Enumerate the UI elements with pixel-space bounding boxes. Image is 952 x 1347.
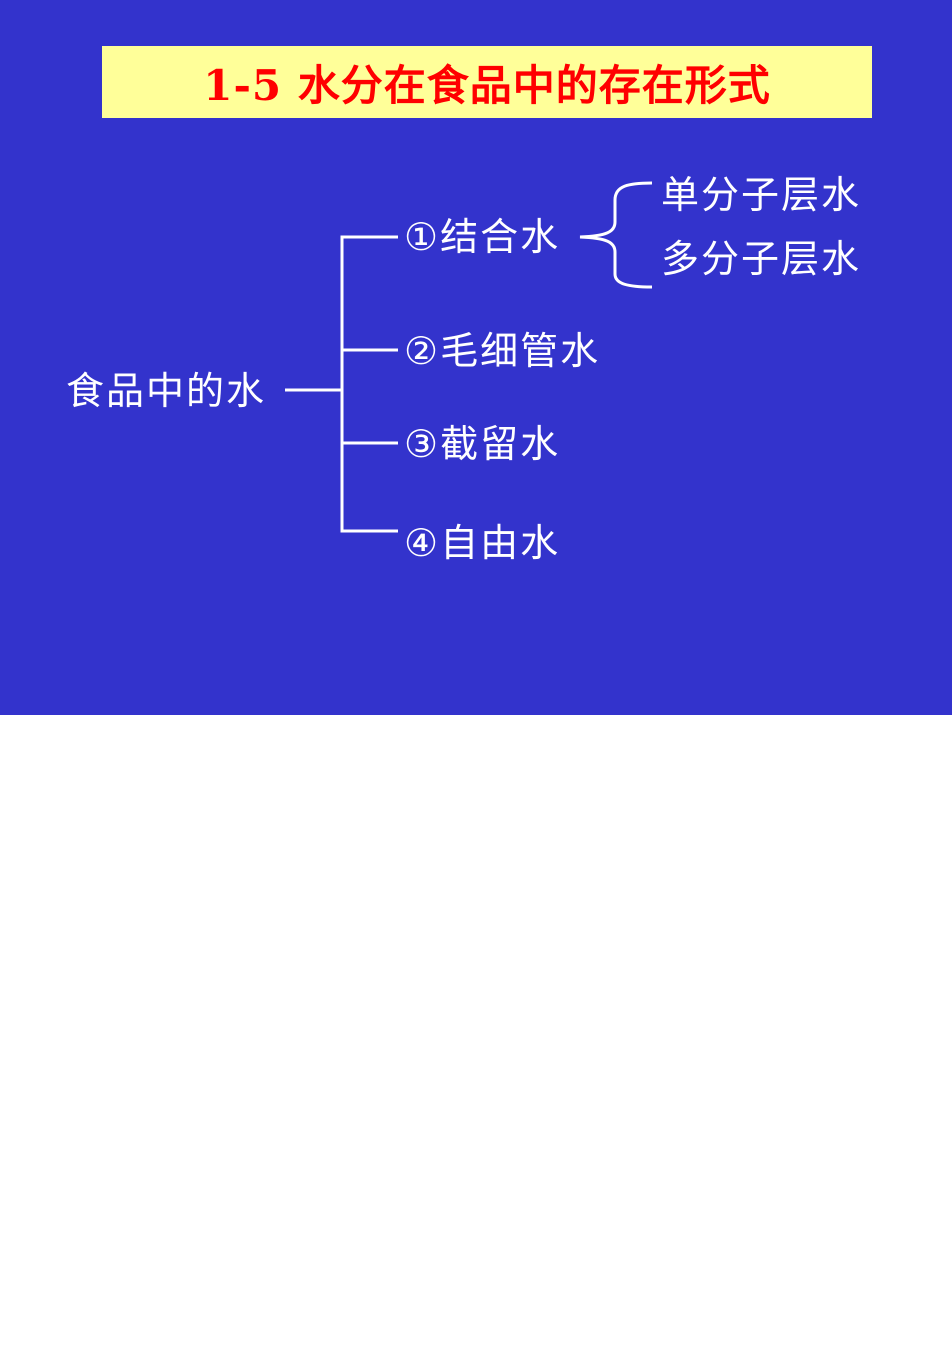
branch-label-3: ③截留水 [404, 422, 561, 466]
branch-label-2: ②毛细管水 [404, 329, 601, 373]
slide-title: 1-5 水分在食品中的存在形式 [203, 60, 771, 110]
branch-label-1: ①结合水 [404, 215, 561, 259]
connector-lines [285, 181, 653, 533]
root-label: 食品中的水 [66, 369, 267, 413]
sub-label-1: 单分子层水 [661, 173, 862, 217]
sub-label-2: 多分子层水 [661, 237, 862, 281]
curly-brace [579, 181, 653, 289]
slide-background: 1-5 水分在食品中的存在形式 食品中的水 ①结合水 ②毛细管水 ③截留水 ④自… [0, 0, 952, 715]
branch-label-4: ④自由水 [404, 521, 561, 565]
title-banner: 1-5 水分在食品中的存在形式 [102, 46, 872, 118]
